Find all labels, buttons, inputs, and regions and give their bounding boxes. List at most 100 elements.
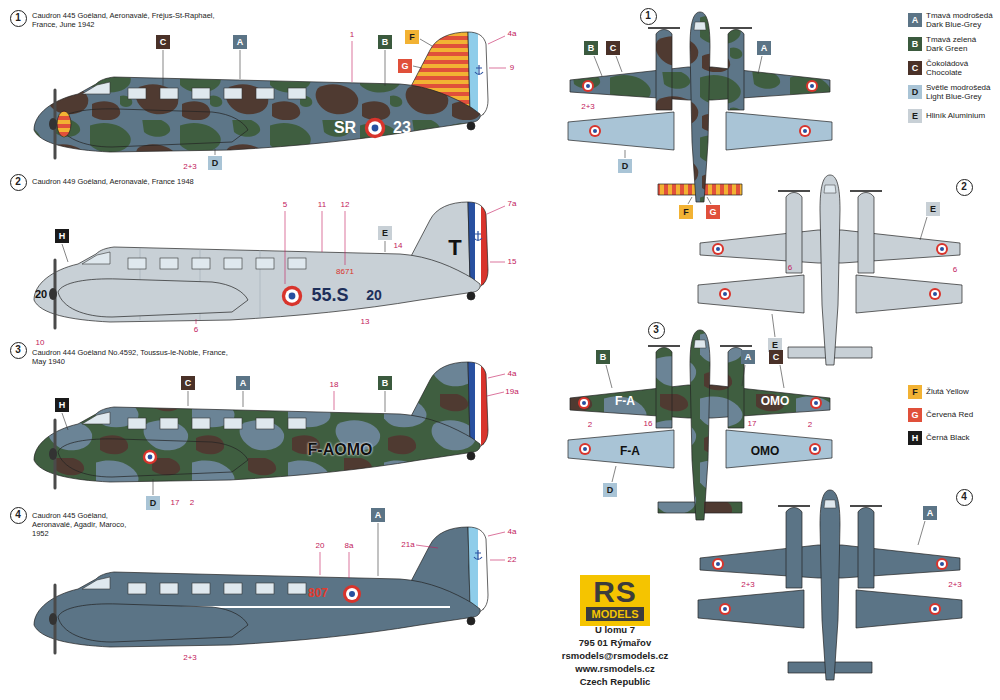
callout-number: 17 [171, 499, 180, 508]
aircraft-profile [34, 32, 488, 158]
aircraft-plan [568, 330, 832, 520]
marking-text: 807 [308, 587, 328, 600]
color-code-box: A [757, 41, 771, 55]
color-code-box: A [233, 35, 247, 49]
legend-text: Žlutá Yellow [926, 387, 994, 396]
color-code-box: C [156, 35, 170, 49]
marking-text: 8671 [336, 268, 354, 277]
color-code-box: E [926, 202, 940, 216]
figure-number-circle: 1 [640, 8, 657, 25]
marking-text: 20 [35, 288, 47, 300]
callout-number: 2+3 [741, 581, 755, 590]
callout-number: 2+3 [183, 163, 197, 172]
aircraft-plan [698, 490, 962, 680]
color-letter: A [240, 379, 247, 388]
address-line: U lomu 7 [595, 625, 635, 635]
callout-number: 7a [508, 200, 517, 209]
legend-letter: E [912, 112, 918, 121]
callout-number: 6 [788, 264, 792, 273]
legend-entry: HČerná Black [908, 431, 994, 445]
color-letter: C [160, 38, 167, 47]
address-line: rsmodels@rsmodels.cz [562, 651, 668, 661]
callout-number: 2 [588, 421, 592, 430]
color-letter: C [610, 44, 617, 53]
callout-number: 2+3 [948, 581, 962, 590]
logo-text: MODELS [586, 607, 643, 621]
color-letter: H [59, 401, 66, 410]
color-letter: A [375, 511, 382, 520]
marking-text: F-AOMO [308, 441, 373, 459]
callout-number: 4a [508, 370, 517, 379]
callout-number: 6 [953, 266, 957, 275]
legend-letter: A [912, 16, 919, 25]
color-code-box: D [618, 159, 632, 173]
figure-number-circle: 2 [956, 179, 973, 196]
callout-number: 9 [510, 64, 514, 73]
legend-letter: H [912, 434, 919, 443]
color-code-box: G [706, 205, 720, 219]
legend-entry: GČervená Red [908, 408, 994, 422]
legend-letter: D [912, 88, 919, 97]
figure-number-circle: 4 [956, 489, 973, 506]
figure-number-circle: 1 [10, 10, 27, 27]
color-letter: D [622, 162, 629, 171]
legend-swatch: E [908, 109, 922, 123]
profile-caption: Caudron 449 Goéland, Aeronavalé, France … [32, 177, 232, 186]
color-letter: E [382, 229, 388, 238]
color-letter: H [59, 232, 66, 241]
callout-number: 2 [808, 421, 812, 430]
callout-number: 6 [194, 326, 198, 335]
color-code-box: A [371, 508, 385, 522]
callout-number: 20 [316, 542, 325, 551]
color-letter: E [772, 341, 778, 350]
legend-entry: B Tmavá zelená Dark Green [908, 35, 994, 53]
color-letter: F [683, 208, 689, 217]
profile-caption: Caudron 445 Goéland, Aeronavalé, Agadir,… [32, 511, 144, 538]
legend-text: Hliník Aluminium [926, 111, 994, 120]
color-letter: A [745, 353, 752, 362]
callout-number: 14 [394, 242, 403, 251]
color-code-box: H [55, 398, 69, 412]
leader-line [62, 39, 927, 576]
figure-number-circle: 3 [10, 342, 27, 359]
callout-number: 18 [330, 381, 339, 390]
color-letter: B [600, 353, 607, 362]
figure-number: 3 [653, 325, 659, 335]
color-code-box: B [596, 350, 610, 364]
callout-number: 2+3 [183, 654, 197, 663]
callout-number: 17 [748, 420, 757, 429]
color-letter: F [409, 33, 415, 42]
color-letter: D [212, 159, 219, 168]
legend-swatch: B [908, 37, 922, 51]
legend-letter: C [912, 64, 919, 73]
legend-swatch: G [908, 408, 922, 422]
legend-entry: D Světle modrošedá Light Blue-Grey [908, 83, 994, 101]
legend-swatch: D [908, 85, 922, 99]
marking-text: T [448, 236, 461, 260]
callout-number: 1 [350, 31, 354, 40]
legend-letter: F [912, 388, 918, 397]
marking-text: 23 [393, 119, 411, 137]
address-line: Czech Republic [580, 677, 651, 687]
color-code-box: B [584, 41, 598, 55]
legend-letter: G [911, 411, 918, 420]
color-letter: C [185, 379, 192, 388]
color-code-box: A [741, 350, 755, 364]
legend-text: Tmavá zelená Dark Green [926, 35, 994, 53]
callout-number: 2 [190, 499, 194, 508]
legend-swatch: H [908, 431, 922, 445]
figure-number: 2 [15, 177, 21, 187]
callout-number: 13 [361, 318, 370, 327]
aircraft-plan [568, 12, 832, 202]
legend-entry: F Žlutá Yellow [908, 385, 994, 399]
color-letter: B [382, 379, 389, 388]
color-code-box: F [679, 205, 693, 219]
color-code-box: E [378, 226, 392, 240]
figure-number: 1 [645, 11, 651, 21]
callout-number: 19a [505, 388, 518, 397]
color-letter: G [709, 208, 716, 217]
address-line: 795 01 Rýmařov [579, 638, 651, 648]
legend-text: Světle modrošedá Light Blue-Grey [926, 83, 994, 101]
callout-number: 4a [508, 30, 517, 39]
figure-number: 4 [961, 492, 967, 502]
